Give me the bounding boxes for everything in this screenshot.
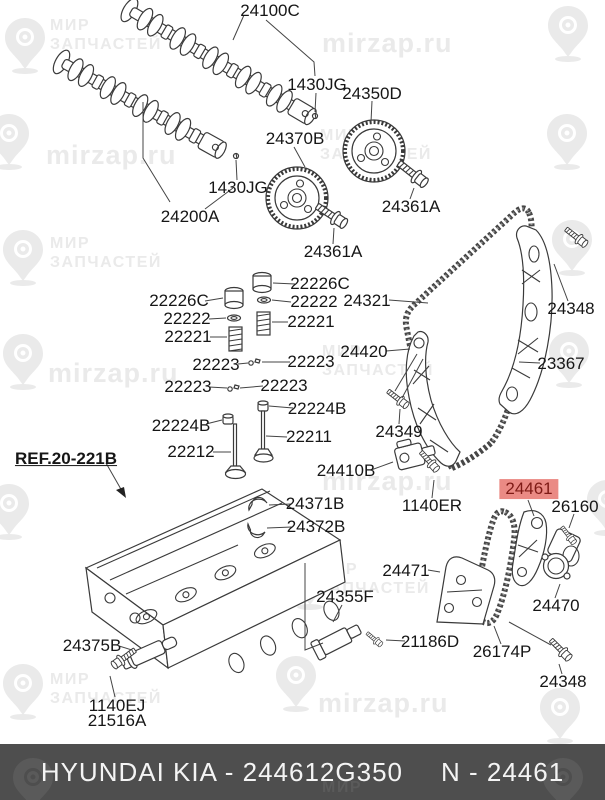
part-label-24355f[interactable]: 24355F (316, 587, 374, 607)
chain-guide-23367 (498, 225, 553, 415)
cam-bearing-24371B (248, 496, 268, 512)
ref-label-20-221b[interactable]: REF.20-221B (14, 449, 118, 469)
part-label-24350d[interactable]: 24350D (342, 84, 402, 104)
part-label-26174p[interactable]: 26174P (472, 642, 532, 662)
valve-22212 (224, 423, 247, 480)
part-label-22211[interactable]: 22211 (285, 427, 333, 447)
bolt-21186D (364, 629, 385, 649)
part-label-22223-1-left[interactable]: 22223 (192, 355, 240, 375)
part-label-24348-top[interactable]: 24348 (547, 299, 595, 319)
part-label-24470[interactable]: 24470 (532, 596, 580, 616)
part-label-24321[interactable]: 24321 (343, 291, 391, 311)
valve-spring-left (228, 326, 243, 352)
part-label-1430jg-top[interactable]: 1430JG (287, 75, 347, 95)
part-label-24361a-top[interactable]: 24361A (381, 197, 441, 217)
sealing-bolt-top (311, 112, 319, 120)
part-label-24461-highlighted[interactable]: 24461 (499, 479, 559, 499)
part-label-22223-1-right[interactable]: 22223 (287, 352, 335, 372)
part-label-1140ej[interactable]: 1140EJ (88, 696, 146, 716)
valve-seal-right (257, 400, 269, 412)
valve-spring-right (256, 311, 271, 336)
part-label-24348-bottom[interactable]: 24348 (539, 672, 587, 692)
footer-watermark-text: МИР (322, 779, 362, 796)
part-label-23367[interactable]: 23367 (537, 354, 585, 374)
part-label-24410b[interactable]: 24410B (316, 461, 376, 481)
diagram-stage: МИР ЗАПЧАСТЕЙ mirzap.ru mirzap.ru МИР ЗА… (0, 0, 605, 744)
valve-22211 (253, 410, 274, 463)
bolt-24348-top (562, 224, 591, 250)
cam-bearing-24372B (247, 522, 266, 539)
part-label-22222-right[interactable]: 22222 (290, 292, 338, 312)
part-label-22224b-right[interactable]: 22224B (287, 399, 347, 419)
part-label-24372b[interactable]: 24372B (286, 517, 346, 537)
valve-lifter-left (224, 286, 244, 310)
part-label-22226c-right[interactable]: 22226C (290, 274, 350, 294)
footer-part-code: HYUNDAI KIA - 244612G350 (40, 756, 403, 787)
part-label-21516a[interactable]: 21516A (87, 711, 147, 731)
part-label-24349[interactable]: 24349 (375, 422, 423, 442)
camshaft-intake (120, 0, 317, 126)
parts-diagram (52, 0, 591, 698)
part-label-22224b-left[interactable]: 22224B (151, 416, 211, 436)
bolt-24361A-top (393, 156, 432, 191)
part-label-24370b[interactable]: 24370B (265, 129, 325, 149)
valve-keys (227, 358, 261, 392)
part-label-24361a-bottom[interactable]: 24361A (303, 242, 363, 262)
spring-seat-left (226, 314, 242, 322)
footer-part-number: N - 24461 (441, 756, 565, 787)
part-label-22222-left[interactable]: 22222 (163, 309, 211, 329)
spring-seat-right (256, 296, 272, 304)
part-label-24371b[interactable]: 24371B (285, 494, 345, 514)
bolt-24349 (384, 386, 412, 412)
sealing-bolt-bottom (232, 152, 240, 160)
water-inlet-24470 (541, 528, 581, 580)
oil-control-valve-24355F (310, 624, 362, 661)
valve-lifter-right (252, 271, 272, 294)
part-label-22226c-left[interactable]: 22226C (149, 291, 209, 311)
footer-bar: МИР HYUNDAI KIA - 244612G350 N - 24461 (0, 744, 605, 800)
cam-sensor-24375B (120, 636, 178, 670)
part-label-24420[interactable]: 24420 (340, 342, 388, 362)
chain-tensioner-arm-24461 (511, 510, 548, 587)
part-label-1430jg-bottom[interactable]: 1430JG (208, 178, 268, 198)
part-label-24200a[interactable]: 24200A (160, 207, 220, 227)
part-label-24100c[interactable]: 24100C (240, 1, 300, 21)
part-label-22223-2-right[interactable]: 22223 (260, 376, 308, 396)
camshaft-exhaust (52, 49, 227, 159)
part-label-22223-2-left[interactable]: 22223 (164, 377, 212, 397)
chain-guide-24471 (436, 556, 496, 625)
part-label-24375b[interactable]: 24375B (62, 636, 122, 656)
part-label-22221-right[interactable]: 22221 (287, 312, 335, 332)
part-label-21186d[interactable]: 21186D (400, 632, 460, 652)
cam-sprocket-24350D (342, 119, 406, 183)
part-label-24471[interactable]: 24471 (382, 561, 430, 581)
ref-arrowhead (116, 487, 126, 498)
part-label-1140er[interactable]: 1140ER (401, 496, 463, 516)
cam-sprocket-24370B (265, 166, 329, 230)
valve-seal-left (222, 413, 234, 425)
part-label-26160[interactable]: 26160 (551, 497, 599, 517)
part-label-22221-left[interactable]: 22221 (164, 327, 212, 347)
bolt-24348-bottom (546, 635, 575, 664)
part-label-22212[interactable]: 22212 (167, 442, 215, 462)
